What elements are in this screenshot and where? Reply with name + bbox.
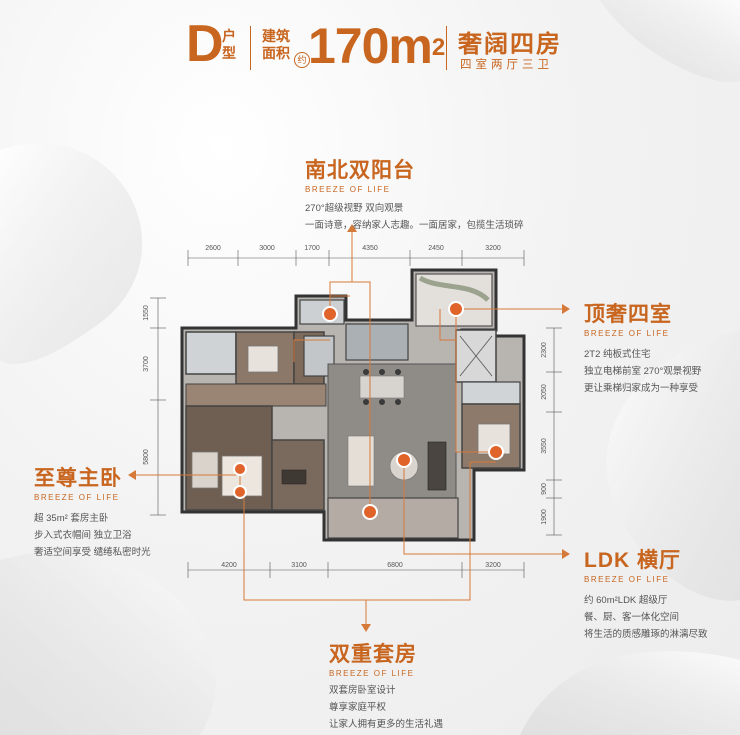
feature-tag: BREEZE OF LIFE (584, 329, 670, 338)
feature-line: 一面诗意，容纳家人志趣。一面居家，包揽生活琐碎 (305, 220, 524, 231)
dim-label: 3550 (541, 438, 548, 454)
dim-label: 1550 (143, 305, 150, 321)
feature-line: 餐、厨、客一体化空间 (584, 612, 680, 623)
area-label: 建筑面积 (262, 28, 290, 61)
feature-tag: BREEZE OF LIFE (34, 493, 120, 502)
arrow-up-icon (347, 224, 357, 232)
dim-label: 3200 (485, 245, 501, 252)
dim-label: 2450 (428, 245, 444, 252)
hotspot-dot-icon (396, 452, 412, 468)
unit-type-desc: 四室两厅三卫 (460, 59, 553, 71)
dim-label: 6800 (387, 562, 403, 569)
arrow-right-icon (562, 304, 570, 314)
dim-label: 4200 (221, 562, 237, 569)
feature-suite: 双重套房 BREEZE OF LIFE 双套房卧室设计 尊享家庭平权 让家人拥有… (329, 638, 443, 733)
dim-label: 3700 (143, 356, 150, 372)
feature-master: 至尊主卧 BREEZE OF LIFE 超 35m² 套房主卧 步入式衣帽间 独… (34, 462, 151, 561)
dimension-top (187, 250, 525, 266)
dim-label: 4350 (362, 245, 378, 252)
feature-line: 270°超级视野 双向观景 (305, 203, 404, 214)
plan-body (180, 268, 526, 542)
dim-label: 1900 (541, 509, 548, 525)
feature-line: 独立电梯前室 270°观景视野 (584, 366, 702, 377)
dim-label: 3200 (485, 562, 501, 569)
feature-luxury: 顶奢四室 BREEZE OF LIFE 2T2 纯板式住宅 独立电梯前室 270… (584, 298, 701, 397)
feature-line: 步入式衣帽间 独立卫浴 (34, 530, 132, 541)
feature-title: 南北双阳台 (305, 159, 415, 182)
feature-line: 更让乘梯归家成为一种享受 (584, 383, 699, 394)
feature-line: 超 35m² 套房主卧 (34, 513, 109, 524)
dim-label: 1700 (304, 245, 320, 252)
hotspot-dot-icon (233, 485, 247, 499)
header-divider (446, 26, 447, 70)
area-approx-badge: 约 (294, 52, 310, 68)
dim-label: 2050 (541, 384, 548, 400)
leader-arrows (128, 224, 570, 632)
unit-header: D 户型 建筑面积 约 170m2 奢阔四房 四室两厅三卫 (0, 12, 740, 82)
feature-line: 约 60m²LDK 超级厅 (584, 595, 668, 606)
hotspot-dot-icon (362, 504, 378, 520)
feature-line: 奢适空间享受 缱绻私密时光 (34, 547, 151, 558)
dimension-left (150, 297, 166, 516)
feature-title: LDK 横厅 (584, 549, 681, 572)
dim-label: 2600 (205, 245, 221, 252)
feature-line: 将生活的质感雕琢的淋漓尽致 (584, 629, 708, 640)
feature-tag: BREEZE OF LIFE (305, 185, 391, 194)
dim-label: 2300 (541, 342, 548, 358)
arrow-down-icon (361, 624, 371, 632)
unit-type-name: 奢阔四房 (458, 31, 562, 58)
feature-line: 尊享家庭平权 (329, 702, 387, 713)
feature-tag: BREEZE OF LIFE (584, 575, 670, 584)
feature-title: 顶奢四室 (584, 303, 672, 326)
dimension-right (546, 327, 562, 536)
hotspot-dot-icon (488, 444, 504, 460)
feature-tag: BREEZE OF LIFE (329, 669, 415, 678)
arrow-left-icon (128, 470, 136, 480)
dim-label: 5800 (143, 449, 150, 465)
hotspot-markers (233, 301, 504, 520)
feature-line: 2T2 纯板式住宅 (584, 349, 651, 360)
unit-type-letter: D (186, 15, 224, 73)
feature-title: 至尊主卧 (34, 467, 122, 490)
hotspot-dot-icon (448, 301, 464, 317)
dim-label: 3000 (259, 245, 275, 252)
leader-lines (132, 228, 566, 628)
feature-balcony: 南北双阳台 BREEZE OF LIFE 270°超级视野 双向观景 一面诗意，… (305, 154, 524, 234)
unit-type-suffix: 户型 (222, 28, 236, 61)
area-value: 170m2 (308, 18, 445, 74)
feature-ldk: LDK 横厅 BREEZE OF LIFE 约 60m²LDK 超级厅 餐、厨、… (584, 544, 708, 643)
header-divider (250, 26, 251, 70)
feature-line: 让家人拥有更多的生活礼遇 (329, 719, 444, 730)
dimension-bottom (187, 562, 525, 578)
hotspot-dot-icon (322, 306, 338, 322)
hotspot-dot-icon (233, 462, 247, 476)
feature-line: 双套房卧室设计 (329, 685, 396, 696)
dim-label: 900 (541, 483, 548, 495)
arrow-right-icon (562, 549, 570, 559)
dim-label: 3100 (291, 562, 307, 569)
feature-title: 双重套房 (329, 643, 417, 666)
